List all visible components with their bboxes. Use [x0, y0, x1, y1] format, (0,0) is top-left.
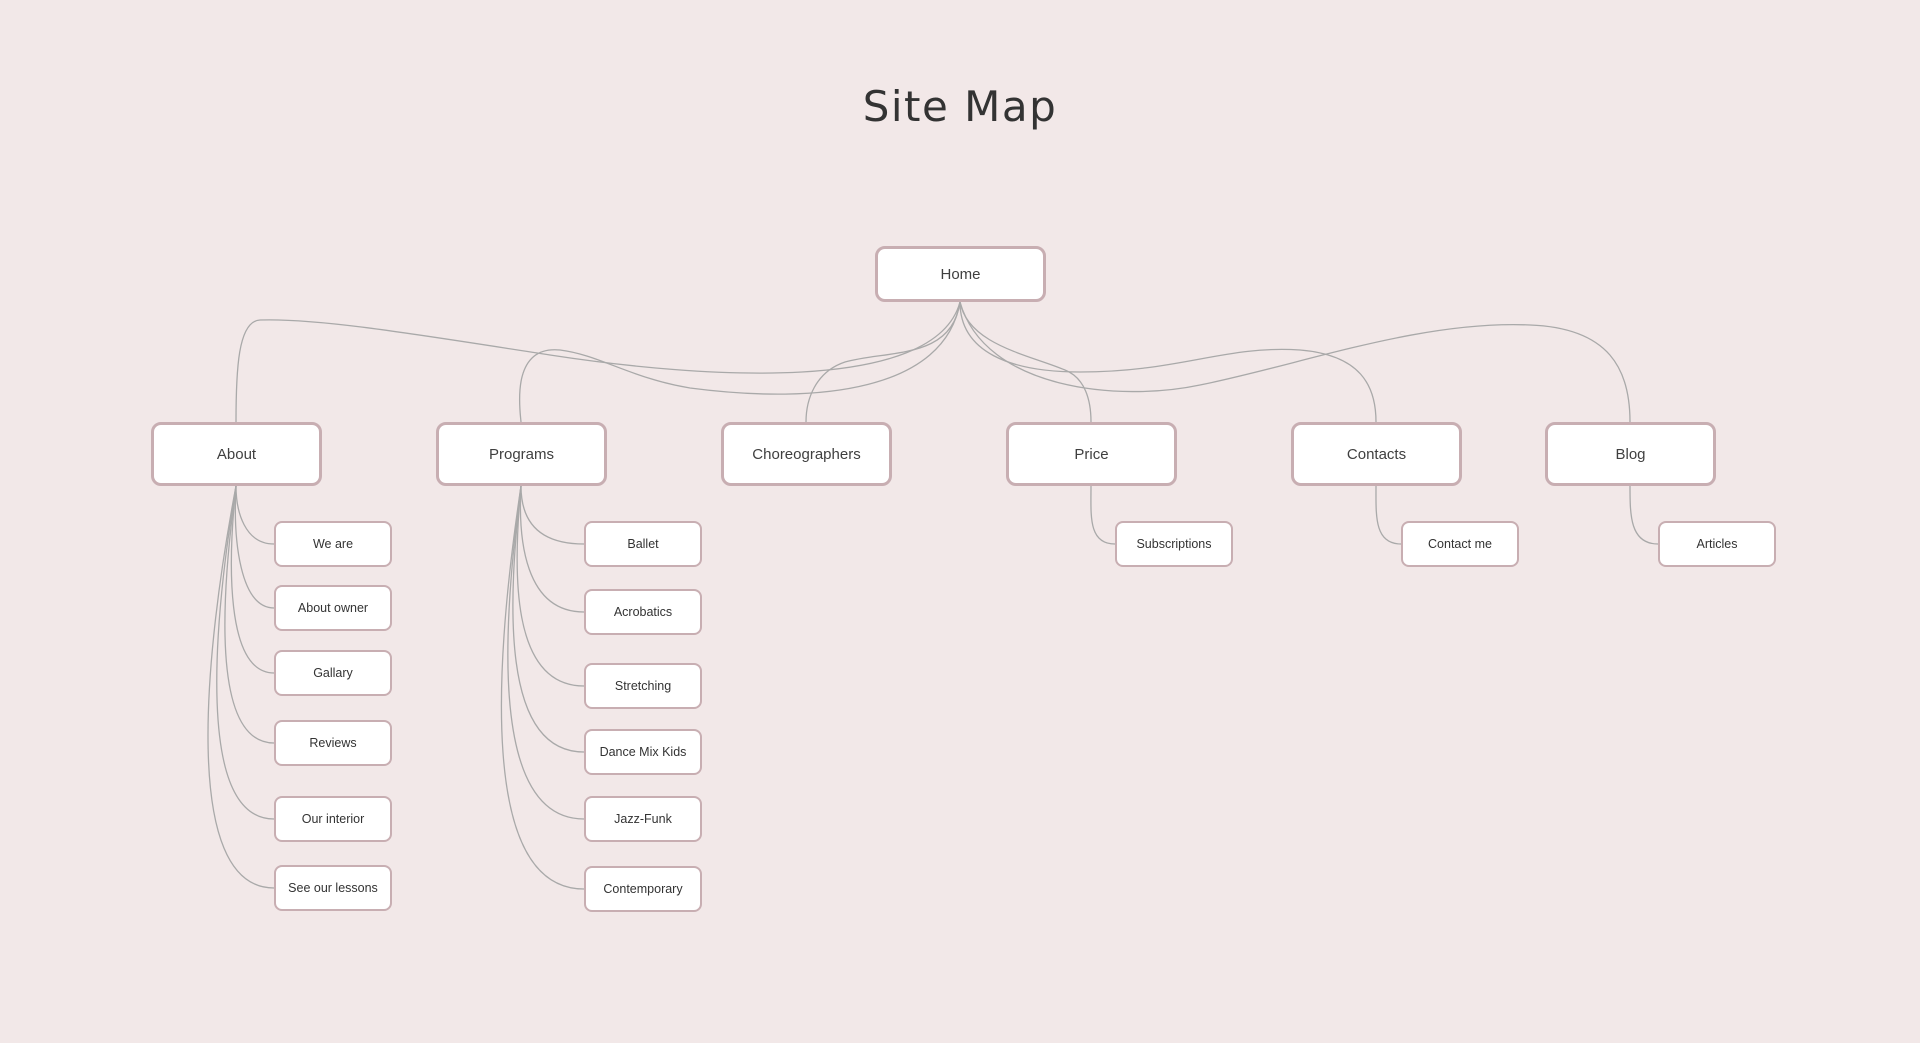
- node-programs-acrobatics[interactable]: Acrobatics: [584, 589, 702, 635]
- connector-home-price: [959, 301, 1092, 423]
- node-contacts[interactable]: Contacts: [1291, 422, 1462, 486]
- node-programs-contemporary[interactable]: Contemporary: [584, 866, 702, 912]
- node-about-reviews[interactable]: Reviews: [274, 720, 392, 766]
- node-about-gallary[interactable]: Gallary: [274, 650, 392, 696]
- connector-about-owner: [234, 485, 275, 609]
- node-choreographers[interactable]: Choreographers: [721, 422, 892, 486]
- connector-home-programs: [518, 301, 961, 423]
- connector-programs-contemporary: [500, 485, 585, 890]
- node-programs[interactable]: Programs: [436, 422, 607, 486]
- connector-price-subscriptions: [1090, 485, 1116, 545]
- node-about-lessons[interactable]: See our lessons: [274, 865, 392, 911]
- node-blog-articles[interactable]: Articles: [1658, 521, 1776, 567]
- connector-blog-articles: [1629, 485, 1659, 545]
- connector-about-interior: [216, 485, 275, 820]
- node-price[interactable]: Price: [1006, 422, 1177, 486]
- connector-programs-acrobatics: [519, 485, 585, 613]
- connector-home-choreographers: [805, 301, 961, 423]
- connector-about-gallary: [230, 485, 275, 674]
- node-about-interior[interactable]: Our interior: [274, 796, 392, 842]
- connector-contacts-contact-me: [1375, 485, 1402, 545]
- connector-home-contacts: [959, 301, 1377, 423]
- connector-about-lessons: [207, 485, 275, 889]
- node-contacts-contact-me[interactable]: Contact me: [1401, 521, 1519, 567]
- connector-programs-dance-mix: [512, 485, 585, 753]
- connector-about-we-are: [235, 485, 275, 545]
- connector-about-reviews: [224, 485, 275, 744]
- connector-programs-stretching: [516, 485, 585, 687]
- page-title: Site Map: [862, 82, 1058, 131]
- node-about-owner[interactable]: About owner: [274, 585, 392, 631]
- connector-programs-ballet: [520, 485, 585, 545]
- connector-programs-jazz-funk: [507, 485, 585, 820]
- node-programs-jazz-funk[interactable]: Jazz-Funk: [584, 796, 702, 842]
- node-programs-stretching[interactable]: Stretching: [584, 663, 702, 709]
- node-price-subscriptions[interactable]: Subscriptions: [1115, 521, 1233, 567]
- node-home[interactable]: Home: [875, 246, 1046, 302]
- node-programs-dance-mix-kids[interactable]: Dance Mix Kids: [584, 729, 702, 775]
- node-blog[interactable]: Blog: [1545, 422, 1716, 486]
- connector-home-about: [235, 301, 961, 423]
- node-about-we-are[interactable]: We are: [274, 521, 392, 567]
- connector-home-blog: [959, 301, 1631, 423]
- node-about[interactable]: About: [151, 422, 322, 486]
- node-programs-ballet[interactable]: Ballet: [584, 521, 702, 567]
